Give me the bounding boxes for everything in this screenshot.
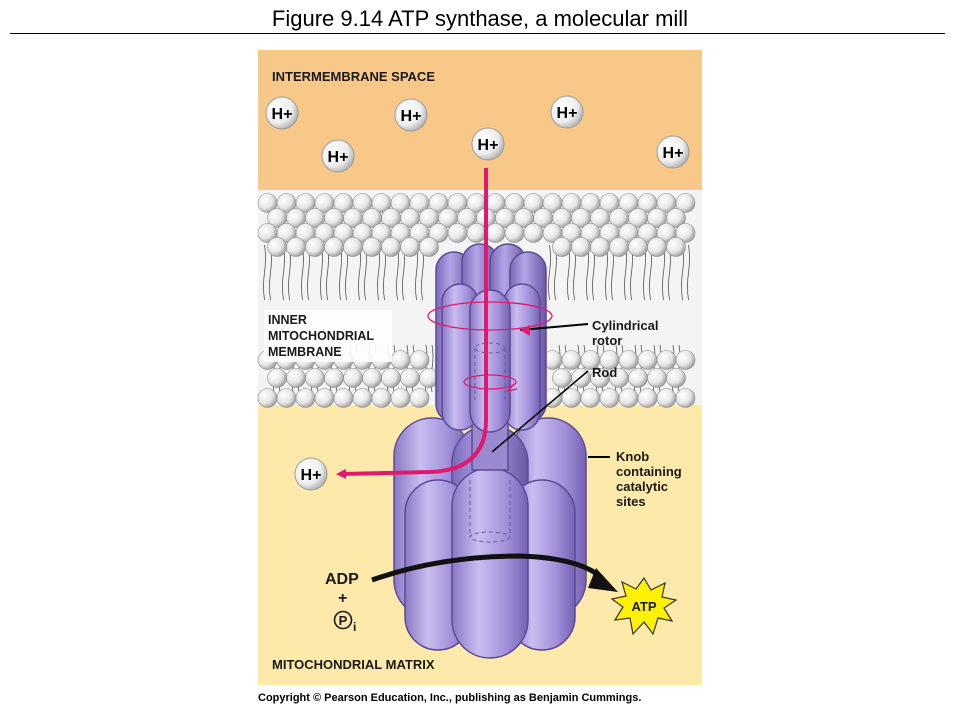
inner-membrane-label: INNER MITOCHONDRIAL MEMBRANE xyxy=(264,310,392,362)
atp-label: ATP xyxy=(631,599,656,614)
svg-text:H+: H+ xyxy=(557,105,578,122)
svg-text:H+: H+ xyxy=(401,108,422,125)
svg-text:H+: H+ xyxy=(272,106,293,123)
proton-path-arrow xyxy=(336,168,488,479)
rotor-callout-line xyxy=(519,323,589,331)
matrix-label: MITOCHONDRIAL MATRIX xyxy=(272,657,435,672)
proton-icon: H+ xyxy=(265,96,299,130)
svg-text:catalytic: catalytic xyxy=(616,479,668,494)
svg-text:H+: H+ xyxy=(301,467,322,484)
svg-text:H+: H+ xyxy=(663,145,684,162)
figure-title: Figure 9.14 ATP synthase, a molecular mi… xyxy=(271,6,689,31)
svg-text:MITOCHONDRIAL: MITOCHONDRIAL xyxy=(268,329,374,343)
atp-burst-icon xyxy=(610,576,678,636)
synthesis-arrow xyxy=(371,553,604,583)
proton-icon: H+ xyxy=(321,139,355,173)
svg-text:sites: sites xyxy=(616,494,646,509)
proton-label: H+ xyxy=(272,106,293,123)
copyright-notice: Copyright © Pearson Education, Inc., pub… xyxy=(258,692,642,704)
title-rule xyxy=(10,33,945,34)
svg-text:H+: H+ xyxy=(328,149,349,166)
adp-label: ADP xyxy=(325,571,359,588)
svg-text:INNER: INNER xyxy=(268,313,307,327)
rod-label: Rod xyxy=(592,365,617,380)
proton-icon: H+ xyxy=(294,457,328,491)
phosphate-label: P i xyxy=(333,610,356,634)
svg-text:H+: H+ xyxy=(478,137,499,154)
svg-text:rotor: rotor xyxy=(592,333,622,348)
svg-text:containing: containing xyxy=(616,464,682,479)
svg-text:P: P xyxy=(339,613,348,628)
knob-label: Knob xyxy=(616,449,649,464)
svg-text:i: i xyxy=(353,620,356,634)
cylindrical-rotor-label: Cylindrical xyxy=(592,318,658,333)
proton-icon: H+ xyxy=(550,95,584,129)
cylindrical-rotor xyxy=(427,243,553,433)
catalytic-knob xyxy=(393,417,587,659)
proton-icon: H+ xyxy=(656,135,690,169)
rod-callout-line xyxy=(491,370,589,453)
plus-label: + xyxy=(338,590,347,607)
svg-text:MEMBRANE: MEMBRANE xyxy=(268,345,342,359)
proton-icon: H+ xyxy=(471,127,505,161)
proton-icon: H+ xyxy=(394,98,428,132)
intermembrane-space-label: INTERMEMBRANE SPACE xyxy=(272,69,435,84)
intermembrane-space-region xyxy=(258,50,702,200)
